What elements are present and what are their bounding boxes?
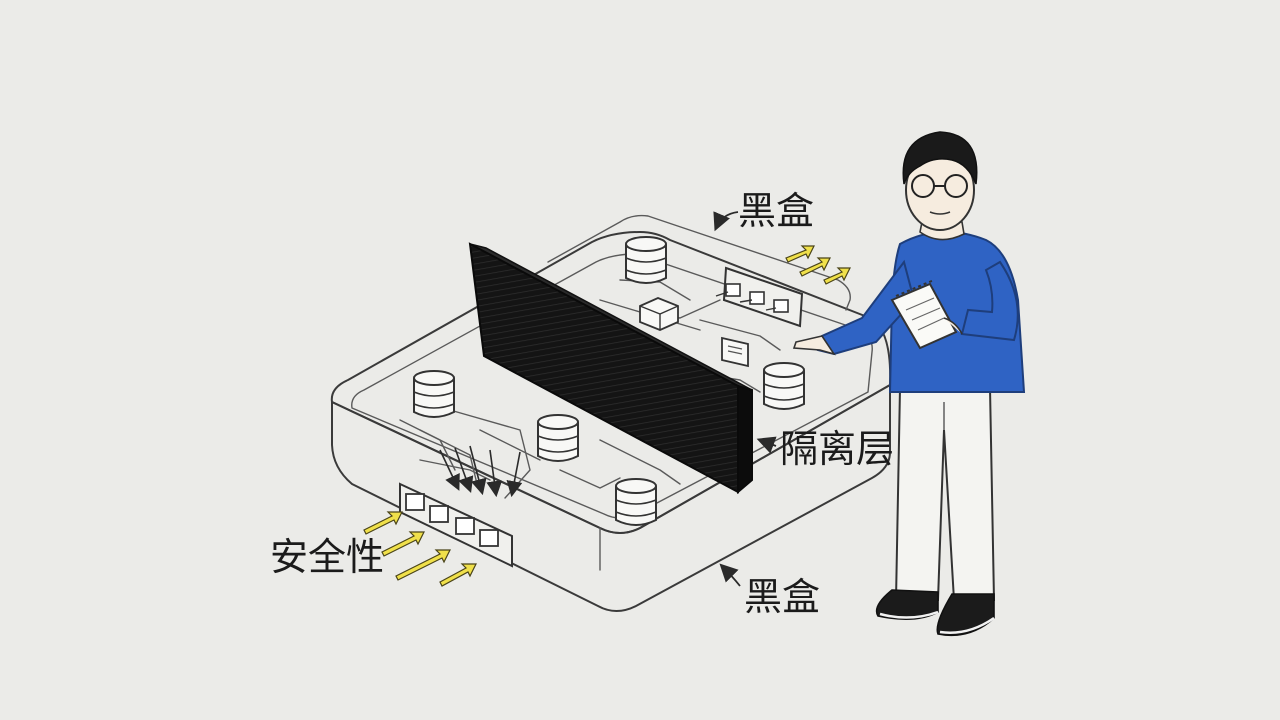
database-icon xyxy=(413,370,455,418)
port-panel-lower xyxy=(399,482,513,568)
database-icon xyxy=(615,478,657,526)
port-icon xyxy=(455,517,475,535)
glasses-icon xyxy=(911,174,968,198)
label-isolation-layer: 隔离层 xyxy=(780,427,894,471)
port-icon xyxy=(479,529,499,547)
monitor-icon xyxy=(721,336,749,368)
database-icon xyxy=(625,236,667,284)
port-icon xyxy=(429,505,449,523)
person-illustration xyxy=(792,131,1026,637)
database-icon xyxy=(537,414,579,462)
port-icon xyxy=(405,493,425,511)
notepad-icon xyxy=(890,279,958,350)
isolation-barrier xyxy=(468,242,753,495)
port-panel-upper xyxy=(715,266,804,328)
input-arrows-upper xyxy=(785,245,851,285)
database-icon xyxy=(763,362,805,410)
label-black-box-bottom: 黑盒 xyxy=(744,575,820,619)
label-black-box-top: 黑盒 xyxy=(738,189,814,233)
processing-node-icon xyxy=(639,297,679,331)
port-icon xyxy=(725,283,789,313)
security-arrows xyxy=(363,511,477,587)
merge-arrows xyxy=(439,445,523,498)
label-pointers xyxy=(713,211,777,587)
label-security: 安全性 xyxy=(270,535,384,579)
shoe-icon xyxy=(936,593,995,637)
